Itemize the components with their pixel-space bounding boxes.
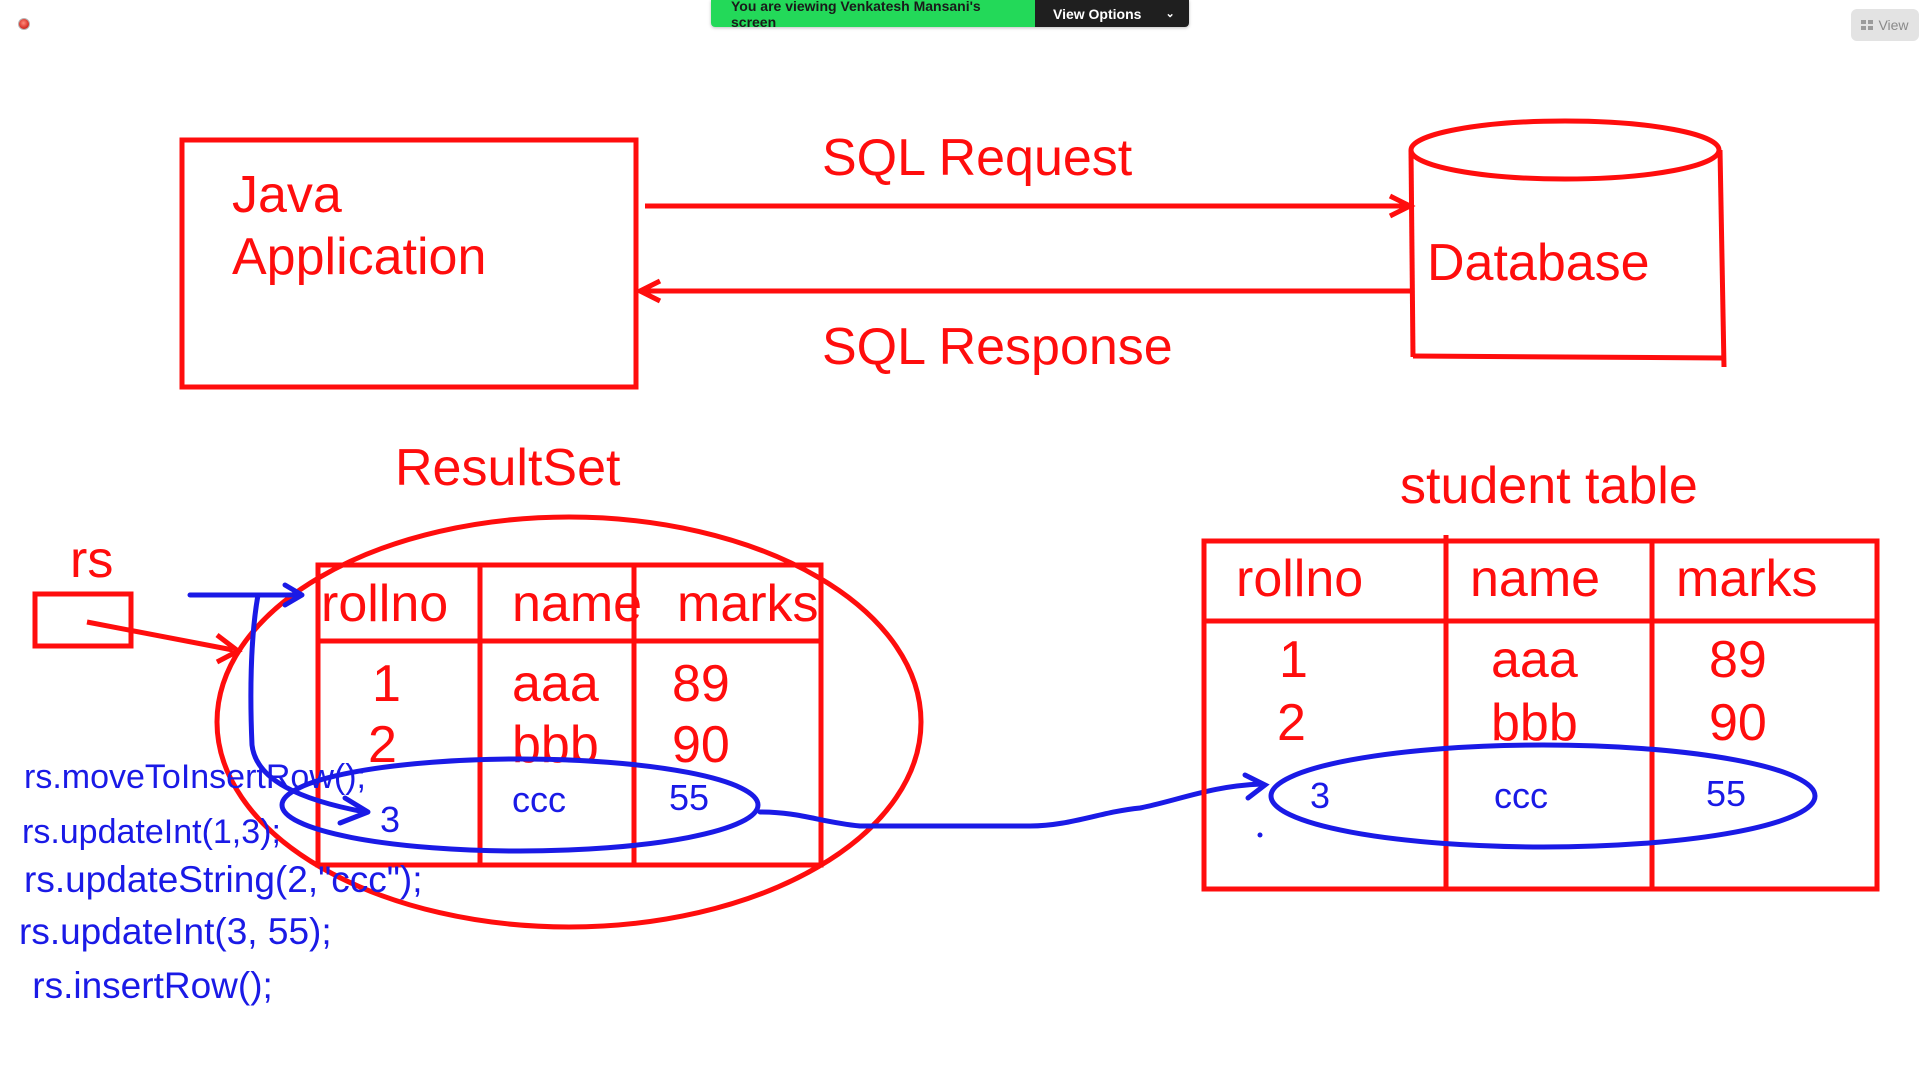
sql-response-arrowhead xyxy=(634,278,662,304)
view-options-label: View Options xyxy=(1053,5,1142,22)
java-application-box xyxy=(179,137,639,390)
resultset-insert-row-ellipse xyxy=(279,756,761,854)
insert-to-table-link-arrow xyxy=(757,781,1265,829)
student-cell-r2-rollno: 2 xyxy=(1277,694,1306,752)
resultset-header-name: name xyxy=(512,575,642,633)
screen-share-banner: You are viewing Venkatesh Mansani's scre… xyxy=(711,0,1189,27)
resultset-header-rollno: rollno xyxy=(321,575,448,633)
viewing-status-text: You are viewing Venkatesh Mansani's scre… xyxy=(711,0,1035,27)
java-app-label-line2: Application xyxy=(232,228,486,286)
view-options-button[interactable]: View Options ⌄ xyxy=(1035,0,1189,27)
rs-pointer-box xyxy=(32,591,134,649)
view-button[interactable]: View xyxy=(1851,9,1919,41)
resultset-cell-r2-marks: 90 xyxy=(672,716,730,774)
sql-response-label: SQL Response xyxy=(822,318,1173,376)
student-insert-cell-name: ccc xyxy=(1494,775,1548,816)
student-table-title: student table xyxy=(1400,457,1698,515)
student-table-grid xyxy=(1201,535,1880,892)
resultset-table-grid xyxy=(315,562,824,868)
ink-dot xyxy=(1257,832,1263,838)
student-cell-r1-rollno: 1 xyxy=(1279,631,1308,689)
java-app-label-line1: Java xyxy=(232,166,342,224)
resultset-outline-ellipse xyxy=(214,514,924,930)
resultset-cell-r2-name: bbb xyxy=(512,716,599,774)
student-header-name: name xyxy=(1470,550,1600,608)
student-header-marks: marks xyxy=(1676,550,1818,608)
resultset-title: ResultSet xyxy=(395,439,621,497)
student-header-rollno: rollno xyxy=(1236,550,1363,608)
resultset-insert-cell-rollno: 3 xyxy=(380,799,400,840)
code-line-move-to-insert-row: rs.moveToInsertRow(); xyxy=(24,758,366,796)
code-line-update-string: rs.updateString(2,"ccc"); xyxy=(24,859,422,900)
student-insert-cell-rollno: 3 xyxy=(1310,775,1330,816)
grid-view-icon xyxy=(1861,20,1874,30)
database-cylinder xyxy=(1408,118,1727,368)
database-label: Database xyxy=(1427,234,1650,292)
resultset-cell-r1-marks: 89 xyxy=(672,655,730,713)
rs-pointer-arrow xyxy=(86,619,234,653)
student-insert-cell-marks: 55 xyxy=(1706,773,1746,814)
recording-indicator-icon xyxy=(18,18,30,30)
student-cell-r1-name: aaa xyxy=(1491,631,1578,689)
code-line-update-int-1: rs.updateInt(1,3); xyxy=(22,813,281,851)
view-button-label: View xyxy=(1878,17,1909,33)
student-cell-r1-marks: 89 xyxy=(1709,631,1767,689)
sql-request-label: SQL Request xyxy=(822,129,1133,187)
resultset-insert-cell-marks: 55 xyxy=(669,777,709,818)
insert-to-table-arrowhead xyxy=(1242,772,1270,801)
student-cell-r2-marks: 90 xyxy=(1709,694,1767,752)
rs-pointer-label: rs xyxy=(70,531,113,589)
resultset-cell-r1-rollno: 1 xyxy=(372,655,401,713)
resultset-insert-cell-name: ccc xyxy=(512,779,566,820)
student-insert-row-ellipse xyxy=(1268,742,1818,850)
rs-pointer-arrowhead xyxy=(215,633,243,665)
code-line-update-int-3: rs.updateInt(3, 55); xyxy=(19,911,332,952)
student-cell-r2-name: bbb xyxy=(1491,694,1578,752)
resultset-header-marks: marks xyxy=(677,575,819,633)
insert-row-cursor-path xyxy=(187,582,371,826)
resultset-cell-r1-name: aaa xyxy=(512,655,599,713)
chevron-down-icon: ⌄ xyxy=(1165,8,1175,20)
code-line-insert-row: rs.insertRow(); xyxy=(22,965,273,1006)
